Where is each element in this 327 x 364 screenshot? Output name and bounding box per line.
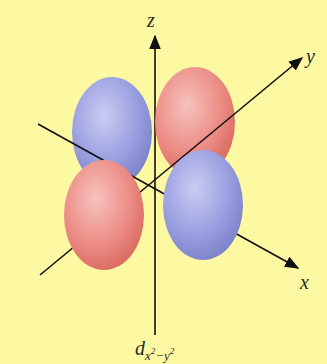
orbital-name: dx2−y2 bbox=[135, 338, 174, 358]
axis-label: x bbox=[300, 272, 309, 292]
z-axis bbox=[154, 36, 156, 335]
orbital-subscript: x bbox=[145, 348, 151, 363]
orbital-subscript: 2 bbox=[151, 346, 156, 356]
orbital-subscript: −y bbox=[155, 348, 170, 363]
axis-label: y bbox=[306, 46, 315, 66]
axis-label: z bbox=[147, 10, 155, 30]
orbital-subscript: 2 bbox=[170, 346, 175, 356]
orbital-symbol: d bbox=[135, 337, 145, 359]
y-axis bbox=[40, 58, 302, 275]
blue-lobe bbox=[163, 150, 243, 260]
red-lobe bbox=[64, 160, 144, 270]
